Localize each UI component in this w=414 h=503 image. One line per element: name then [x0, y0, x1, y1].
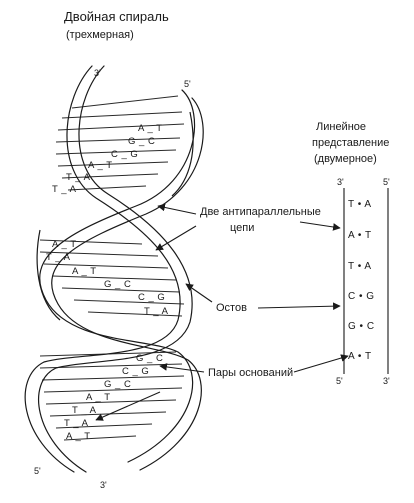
linear-pair: C • G	[348, 291, 375, 302]
linear-end-top-right: 5'	[383, 177, 390, 187]
rung	[61, 111, 183, 119]
helix-pair: T _ A	[46, 252, 71, 263]
rung	[55, 137, 181, 143]
rung	[51, 275, 177, 281]
outer-strand-right	[171, 111, 194, 197]
helix-pair: T _ A	[52, 184, 77, 195]
rung	[39, 251, 159, 257]
strand-b-edge2	[51, 97, 204, 471]
outer-strand-left	[36, 229, 61, 321]
helix-pair: G _ C	[136, 353, 164, 364]
label-base-pairs: Пары оснований	[208, 367, 294, 379]
helix-pair: T _ A	[64, 418, 89, 429]
arrow-pairs-3	[95, 391, 161, 421]
rung	[71, 95, 179, 109]
helix-end-bottom-left: 5'	[34, 466, 41, 476]
helix-end-bottom-right: 3'	[100, 480, 107, 490]
label-backbone: Остов	[216, 302, 247, 314]
helix-end-top-right: 5'	[184, 79, 191, 89]
strand-b-edge1	[39, 89, 196, 463]
rung	[45, 399, 177, 405]
helix-pair: A _ T	[88, 160, 113, 171]
linear-pair: G • C	[348, 321, 375, 332]
linear-pair: A • T	[348, 230, 372, 241]
linear-title-line3: (двумерное)	[314, 153, 377, 165]
strand-a-edge1	[24, 65, 181, 473]
helix-pair: T _ A	[66, 172, 91, 183]
rung	[87, 311, 183, 317]
rung	[57, 123, 185, 131]
rung	[55, 149, 177, 155]
linear-pair: T • A	[348, 261, 372, 272]
strand-b	[39, 89, 204, 471]
helix-pair: A _ T	[138, 123, 163, 134]
helix-pair: C _ G	[111, 149, 139, 160]
outer-strands	[36, 111, 194, 321]
strand-a-edge2	[37, 65, 193, 473]
arrow-pairs-2	[293, 354, 349, 373]
arrow-chains-3	[299, 221, 341, 231]
linear-frame	[343, 188, 389, 374]
helix-pair: C _ G	[122, 366, 150, 377]
helix-pair: A _ T	[72, 266, 97, 277]
strand-a	[24, 65, 193, 473]
arrow-chains-2	[155, 225, 197, 251]
rung	[49, 411, 167, 417]
helix-pair: G _ C	[104, 379, 132, 390]
rung	[55, 423, 153, 429]
label-chains-line1: Две антипараллельные	[200, 206, 321, 218]
linear-end-bottom-right: 3'	[383, 376, 390, 386]
helix-pair: T _ A	[144, 306, 169, 317]
rung	[61, 287, 181, 293]
helix-subtitle: (трехмерная)	[66, 29, 134, 41]
linear-end-top-left: 3'	[337, 177, 344, 187]
rung	[43, 263, 169, 269]
helix-pair: G _ C	[104, 279, 132, 290]
arrow-chains-1	[157, 203, 197, 215]
arrow-backbone-1	[185, 283, 213, 303]
linear-pair: T • A	[348, 199, 372, 210]
rung	[57, 161, 169, 167]
arrows	[95, 203, 349, 421]
helix-pair: A _ T	[66, 431, 91, 442]
helix-pair: A _ T	[86, 392, 111, 403]
linear-title-line2: представление	[312, 137, 390, 149]
rung	[67, 185, 147, 191]
rungs	[39, 95, 185, 441]
label-chains-line2: цепи	[230, 222, 255, 234]
rung	[43, 387, 183, 393]
helix-pair: G _ C	[128, 136, 156, 147]
rung	[39, 239, 143, 245]
rung	[41, 375, 185, 381]
rung	[73, 299, 185, 305]
arrow-backbone-2	[257, 302, 341, 311]
rung	[61, 173, 159, 179]
helix-pair: T _ A	[72, 405, 97, 416]
linear-end-bottom-left: 5'	[336, 376, 343, 386]
rung	[39, 363, 183, 369]
linear-title-line1: Линейное	[316, 121, 367, 133]
helix-pair: C _ G	[138, 292, 166, 303]
helix-pair: A _ T	[52, 239, 77, 250]
helix-title: Двойная спираль	[64, 9, 169, 24]
arrow-pairs-1	[159, 363, 205, 373]
rung	[63, 435, 137, 441]
helix-end-top-left: 3'	[94, 68, 101, 78]
linear-pair: A • T	[348, 351, 372, 362]
